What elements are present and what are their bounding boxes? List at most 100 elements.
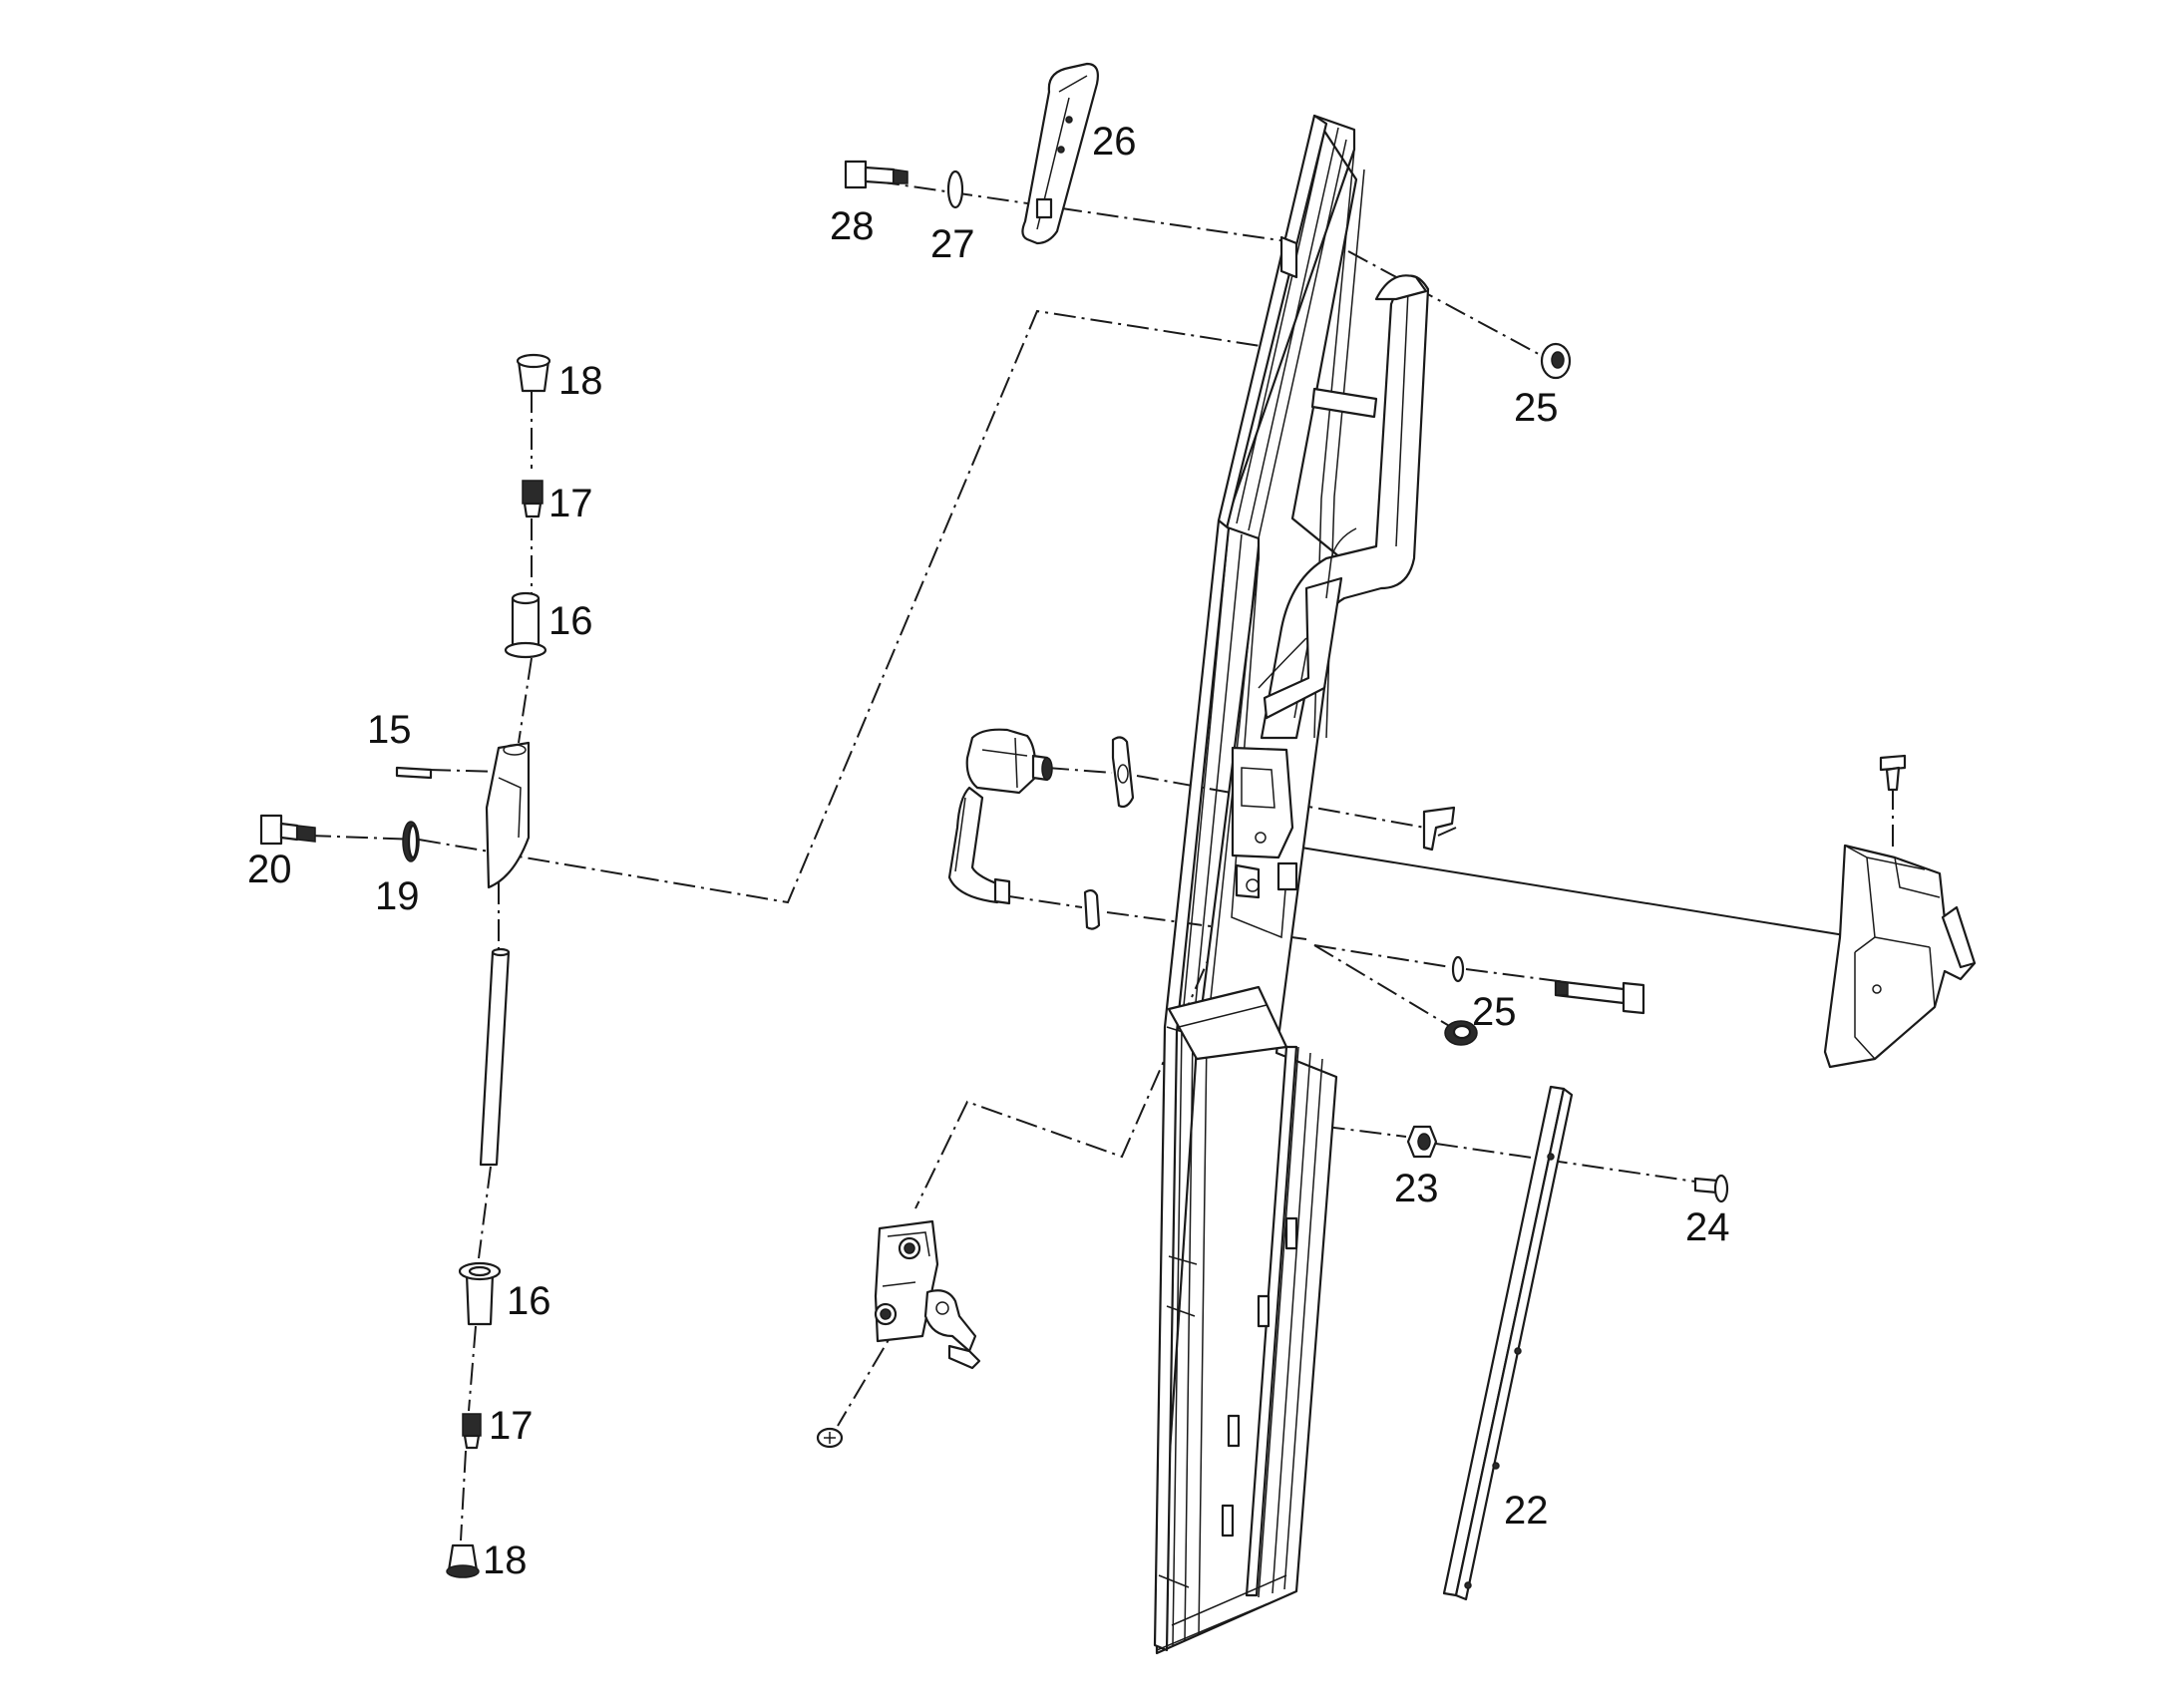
hinge-stack [259, 353, 551, 1578]
frame-latch-pin [1246, 878, 1260, 892]
tube-guard-mount-detail [1241, 767, 1275, 809]
handle-escutcheon-top [1111, 736, 1135, 809]
callout-16-top: 16 [548, 599, 593, 643]
callout-17-bottom: 17 [489, 1404, 534, 1448]
bolt-20-head [259, 814, 283, 846]
nut-25-bottom-hole [1452, 1024, 1472, 1040]
hinge-leaf-edge [498, 777, 522, 839]
handle-grip-edge [954, 797, 966, 872]
latch-body-edge [882, 1231, 930, 1287]
door-handle [947, 728, 1456, 930]
door-frame-mid-rail-edge [1178, 1004, 1268, 1028]
bolt-28-head [844, 160, 868, 189]
inner-panel-22-hole-2 [1514, 1347, 1522, 1355]
lower-bolt-head [1622, 981, 1645, 1015]
handle-escutcheon-bottom [1083, 888, 1101, 930]
tube-guard-mid-edge [1258, 527, 1357, 689]
rear-cover-inner [1844, 845, 1941, 1060]
frame-latch-bracket-2 [1276, 861, 1298, 891]
bushing-16-top [511, 596, 541, 650]
callout-23: 23 [1394, 1167, 1439, 1210]
bolt-28-thread [893, 169, 908, 184]
rear-cover-screw-shank [1885, 766, 1901, 792]
lower-washer [1451, 955, 1465, 983]
screw-24-shank [1693, 1177, 1719, 1195]
rear-cover-hole [1872, 984, 1882, 994]
handle-bottom-end [993, 877, 1011, 905]
latch-bolt-2-core [880, 1308, 892, 1320]
leader-hinge-stack-bottom [460, 882, 500, 1541]
latch-rotor [923, 1289, 977, 1353]
door-frame-window-edge [1231, 557, 1287, 939]
rear-cover-body [1823, 844, 1977, 1069]
top-bracket-26-slot [1035, 197, 1053, 219]
leader-lower-bolt [1313, 944, 1567, 983]
cap-18-bottom-rim [446, 1564, 480, 1578]
callout-16-bottom: 16 [507, 1279, 551, 1323]
leader-hinge-bolt [308, 835, 420, 841]
tube-guard-mount-plate [1231, 746, 1294, 859]
rear-cover-screw-head [1879, 754, 1907, 772]
inner-panel-22-hole-4 [1464, 1581, 1472, 1589]
bushing-16-top-rim [511, 591, 541, 605]
handle-escutcheon-top-hole [1117, 764, 1129, 784]
frame-tab-1 [1284, 1216, 1298, 1250]
lower-fasteners [1444, 955, 1645, 1046]
callout-17-top: 17 [548, 482, 593, 525]
bolt-20-thread [296, 825, 316, 843]
leader-panel-fasteners [1285, 1121, 1696, 1183]
grease-fitting-17-bottom-base [463, 1434, 481, 1450]
inner-panel-22-face [1454, 1087, 1574, 1601]
handle-grip [947, 786, 1009, 904]
tube-guard-top-bend [1374, 274, 1428, 301]
bushing-16-bottom [465, 1272, 495, 1326]
callout-18-top: 18 [558, 359, 603, 403]
leader-rear-cover [1275, 843, 1858, 938]
door-frame-rail-edge-1 [1236, 123, 1347, 539]
grease-fitting-17-top [522, 480, 544, 505]
tube-guard-cross [1310, 387, 1378, 419]
leader-nut-25-top [1347, 250, 1549, 360]
inner-panel-22-hole-1 [1547, 1153, 1555, 1161]
bolt-20-shank [279, 822, 299, 842]
callout-27: 27 [930, 222, 975, 266]
callout-24: 24 [1685, 1205, 1730, 1249]
bushing-16-bottom-bore [468, 1265, 492, 1277]
inner-panel-22-hole-3 [1492, 1462, 1500, 1470]
callout-25-bottom: 25 [1472, 990, 1517, 1034]
door-frame-right-rail-edge [1258, 1046, 1323, 1598]
nut-25-top-hole [1551, 351, 1565, 369]
callout-20: 20 [247, 848, 292, 891]
top-bracket-26-hole-2 [1057, 146, 1065, 154]
handle-head-edge [981, 737, 1028, 789]
bolt-28-shank [864, 166, 896, 185]
inner-panel-group [1406, 1085, 1729, 1601]
nut-25-top [1540, 342, 1572, 380]
door-frame-right-rail-lower [1245, 1045, 1298, 1597]
grease-fitting-17-top-base [523, 502, 543, 518]
callout-15: 15 [367, 708, 412, 752]
callout-26: 26 [1092, 120, 1137, 164]
leader-pin-15 [428, 769, 500, 773]
hinge-rod [479, 950, 511, 1167]
lower-bolt-thread [1555, 980, 1569, 996]
hinge-leaf-bore [503, 744, 527, 756]
latch-rotor-pivot [935, 1301, 949, 1315]
hinge-rod-top [491, 947, 511, 957]
callout-19: 19 [375, 874, 420, 918]
callout-28: 28 [830, 204, 875, 248]
handle-head [965, 728, 1037, 795]
frame-tab-2 [1257, 1294, 1271, 1328]
bushing-16-top-flange [504, 641, 547, 659]
top-bracket-26-hole-1 [1065, 116, 1073, 124]
grease-fitting-17-bottom [462, 1413, 482, 1437]
pin-15 [395, 766, 433, 780]
washer-19-face [407, 824, 419, 859]
leader-top-bracket [877, 180, 1287, 242]
handle-stud-top-cap [1041, 757, 1053, 781]
tube-guard-mount-hole [1255, 832, 1267, 844]
screw-24-head [1713, 1174, 1729, 1203]
callout-25-top: 25 [1514, 386, 1559, 430]
latch-screw-drive [824, 1432, 836, 1444]
